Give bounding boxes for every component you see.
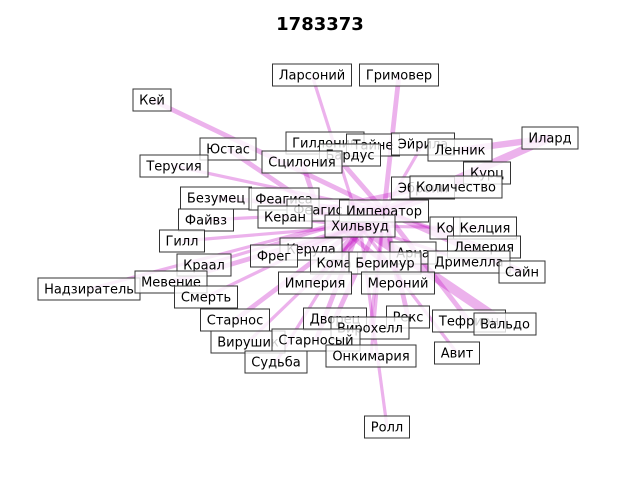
node-label: Кей [139,94,165,109]
node-label: Империя [285,277,346,292]
node-box [174,285,238,309]
node-label: Смерть [181,291,231,306]
node-label: Краал [183,259,225,274]
node-box [361,271,435,295]
node-box [272,63,352,87]
node-кома[interactable]: Кома [310,251,358,275]
node-ролл[interactable]: Ролл [364,415,410,439]
node-box [427,138,493,162]
node-юстас[interactable]: Юстас [199,137,257,161]
node-box [364,415,410,439]
node-дримелла[interactable]: Дримелла [427,250,511,274]
node-box [521,126,579,150]
node-label: Ларсоний [279,69,346,84]
node-label: Надзиратель [44,283,134,298]
node-гримовер[interactable]: Гримовер [359,63,439,87]
node-терусия[interactable]: Терусия [139,154,209,178]
node-label: Авит [441,347,474,362]
node-box [199,137,257,161]
node-label: Мероний [368,277,429,292]
node-кей[interactable]: Кей [132,88,172,112]
node-беримур[interactable]: Беримур [348,251,422,275]
node-label: Керан [264,211,306,226]
node-label: Хильвуд [331,220,389,235]
node-label: Безумец [187,192,245,207]
node-label: Сайн [505,266,539,281]
node-box [132,88,172,112]
node-box [261,150,343,174]
node-box [325,344,417,368]
node-box [324,214,396,238]
node-label: Фрег [257,250,291,265]
node-label: Беримур [355,257,414,272]
node-мероний[interactable]: Мероний [361,271,435,295]
node-label: Дримелла [434,256,503,271]
node-количество[interactable]: Количество [409,175,503,199]
node-label: Ленник [434,144,485,159]
node-келция[interactable]: Келция [453,216,517,240]
node-box [359,63,439,87]
node-фрег[interactable]: Фрег [250,244,298,268]
node-онкимария[interactable]: Онкимария [325,344,417,368]
node-label: Вальдо [480,318,530,333]
node-label: Кома [317,257,352,272]
node-label: Количество [416,181,496,196]
diagram-title: 1783373 [276,14,364,35]
node-box [278,271,352,295]
node-вирушик[interactable]: Вирушик [210,330,286,354]
node-империя[interactable]: Империя [278,271,352,295]
node-label: Илард [528,132,571,147]
node-box [159,229,205,253]
node-box [257,205,313,229]
node-label: Ко [436,222,453,237]
node-box [244,350,308,374]
node-label: Файвз [185,214,227,229]
node-сцилония[interactable]: Сцилония [261,150,343,174]
node-ко[interactable]: Ко [429,216,461,240]
node-безумец[interactable]: Безумец [180,186,252,210]
node-label: Старнос [207,314,263,329]
node-label: Онкимария [332,350,409,365]
node-box [250,244,298,268]
node-краал[interactable]: Краал [176,253,232,277]
node-box [409,175,503,199]
node-надзиратель[interactable]: Надзиратель [37,277,141,301]
node-илард[interactable]: Илард [521,126,579,150]
node-сайн[interactable]: Сайн [498,260,546,284]
node-label: Гилл [166,235,199,250]
edge-тефрион-император [382,209,471,323]
node-ленник[interactable]: Ленник [427,138,493,162]
node-судьба[interactable]: Судьба [244,350,308,374]
node-ларсоний[interactable]: Ларсоний [272,63,352,87]
node-керан[interactable]: Керан [257,205,313,229]
node-box [139,154,209,178]
node-label: Судьба [251,356,300,371]
node-label: Келция [460,222,511,237]
node-хильвуд[interactable]: Хильвуд [324,214,396,238]
node-авит[interactable]: Авит [434,341,480,365]
node-смерть[interactable]: Смерть [174,285,238,309]
node-label: Ролл [371,421,403,436]
node-box [473,312,537,336]
node-вальдо[interactable]: Вальдо [473,312,537,336]
node-label: Терусия [145,160,201,175]
node-файвз[interactable]: Файвз [178,208,234,232]
node-label: Вирушик [217,336,279,351]
node-box [498,260,546,284]
node-label: Гримовер [366,69,432,84]
node-label: Сцилония [268,156,335,171]
node-box [178,208,234,232]
node-label: Юстас [206,143,250,158]
node-старнос[interactable]: Старнос [200,308,270,332]
node-гилл[interactable]: Гилл [159,229,205,253]
nodes-layer: ЛарсонийГримоверКейИлардЮстасГиллоникТай… [37,63,579,439]
node-box [434,341,480,365]
